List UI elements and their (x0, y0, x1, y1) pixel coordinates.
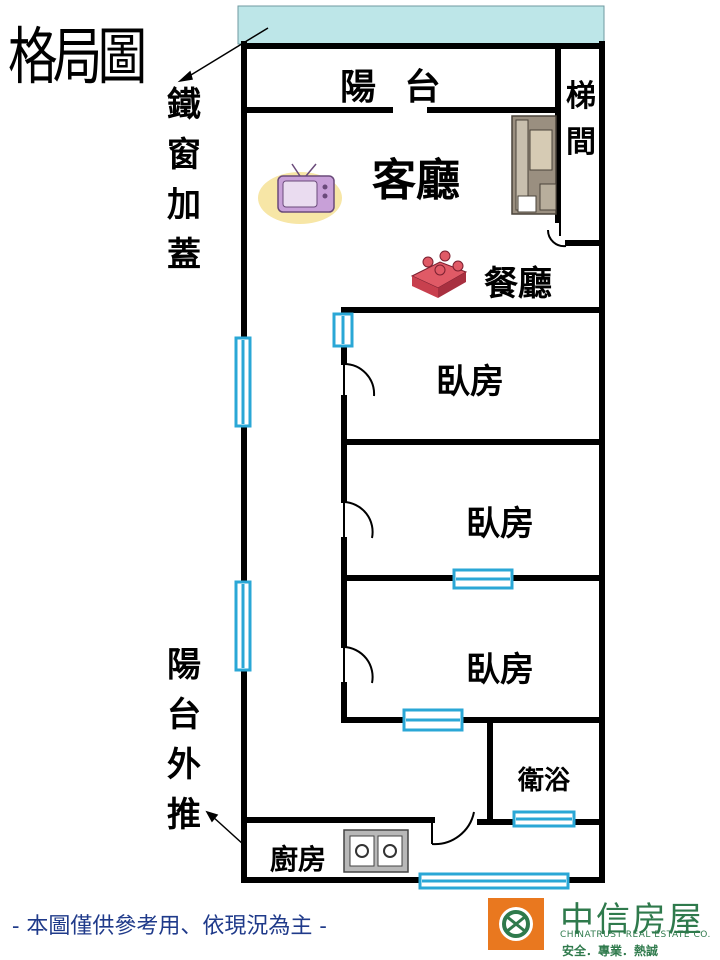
dining-room-label: 餐廳 (484, 264, 552, 304)
iron-window-note: 鐵 窗 加 蓋 (156, 80, 212, 280)
tv-icon (258, 163, 342, 224)
iron-window-char: 窗 (167, 135, 201, 175)
sofa-icon (511, 115, 557, 215)
disclaimer-note: - 本圖僅供參考用、依現況為主 - (12, 914, 327, 939)
bedroom-2-label: 臥房 (466, 504, 534, 544)
brand-slogan: 安全．專業．熱誠 (562, 944, 659, 958)
balcony-out-char: 推 (167, 795, 201, 835)
balcony-out-char: 外 (167, 745, 201, 785)
kitchen-label: 廚房 (270, 843, 327, 876)
iron-window-char: 蓋 (167, 235, 201, 275)
windows (234, 312, 576, 890)
brand-logo-icon (488, 898, 544, 950)
stairwell-label: 梯 間 (556, 74, 606, 166)
doors (343, 218, 567, 846)
dining-table-icon (410, 250, 468, 298)
balcony-out-char: 台 (167, 695, 201, 735)
balcony-out-note: 陽 台 外 推 (156, 640, 212, 840)
iron-window-char: 鐵 (167, 85, 201, 125)
stairwell-char: 間 (566, 125, 596, 160)
bedroom-1-label: 臥房 (436, 362, 504, 402)
plan-title: 格局圖 (8, 20, 147, 93)
living-room-label: 客廳 (372, 155, 460, 206)
bedroom-3-label: 臥房 (466, 650, 534, 690)
bathroom-label: 衛浴 (518, 766, 571, 796)
balcony-out-char: 陽 (167, 645, 201, 685)
brand-name: 中信房屋 (560, 900, 704, 940)
iron-window-char: 加 (167, 185, 201, 225)
annotation-arrows (177, 27, 269, 846)
balcony-cover (237, 5, 605, 45)
stairwell-char: 梯 (566, 79, 596, 114)
balcony-label: 陽 台 (340, 67, 449, 108)
brand-english: CHINATRUST REAL ESTATE CO. (560, 930, 711, 940)
stove-icon (343, 829, 409, 873)
